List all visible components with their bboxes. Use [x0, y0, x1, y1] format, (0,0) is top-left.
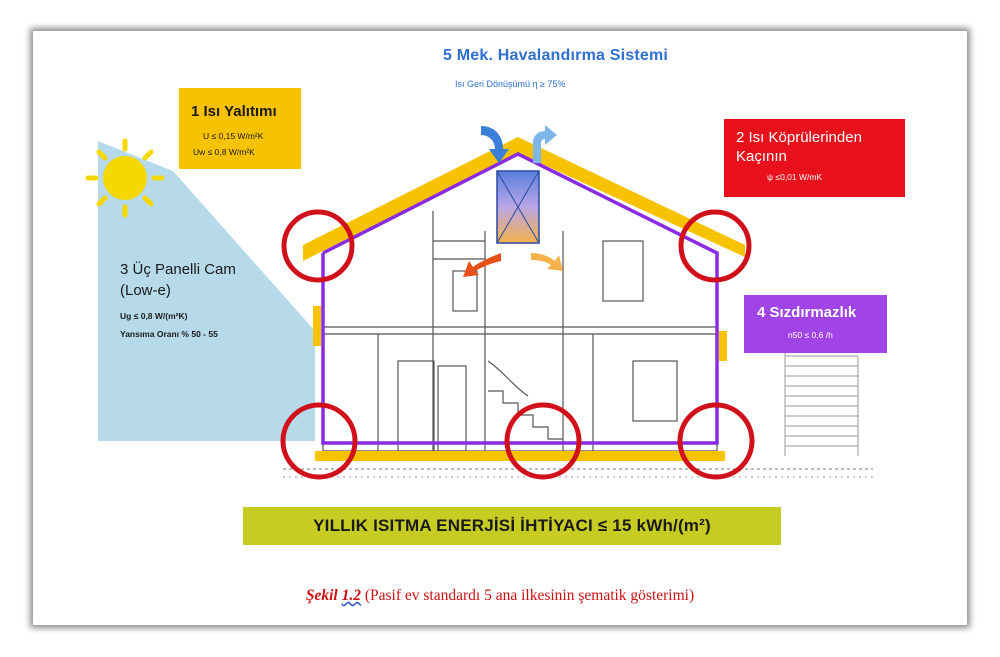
passive-house-diagram: [85, 125, 873, 480]
energy-demand-banner: YILLIK ISITMA ENERJİSİ İHTİYACI ≤ 15 kWh…: [243, 507, 781, 545]
glazing-label: 3 Üç Panelli Cam (Low-e) Ug ≤ 0,8 W/(m²K…: [120, 259, 320, 339]
ring-bottom-right: [677, 402, 755, 480]
neighbor-building: [784, 351, 859, 456]
ring-top-right: [678, 209, 752, 283]
floor-insulation: [315, 451, 725, 461]
exhaust-air-out-arrow: [533, 125, 557, 163]
airtightness-box: 4 Sızdırmazlık n50 ≤ 0,6 /h: [744, 295, 887, 353]
insulation-box: 1 Isı Yalıtımı U ≤ 0,15 W/m²K Uw ≤ 0,8 W…: [179, 88, 301, 169]
figure-caption-text: (Pasif ev standardı 5 ana ilkesinin şema…: [360, 587, 695, 604]
ventilation-subtitle: Isı Geri Dönüşümü η ≥ 75%: [455, 79, 566, 89]
glazing-title-line1: 3 Üç Panelli Cam: [120, 261, 236, 278]
figure-frame: 5 Mek. Havalandırma Sistemi Isı Geri Dön…: [33, 31, 967, 625]
insulation-title: 1 Isı Yalıtımı: [191, 103, 277, 120]
ring-bottom-center: [504, 402, 582, 480]
sunlight-beam: [98, 141, 315, 441]
ring-top-left: [281, 209, 355, 283]
figure-number: 1.2: [341, 587, 361, 604]
glazing-ug-value: Ug ≤ 0,8 W/(m²K): [120, 311, 188, 321]
thermal-bridge-markers: [280, 209, 755, 480]
airtight-envelope: [321, 152, 719, 445]
insulation-uw-value: Uw ≤ 0,8 W/m²K: [193, 147, 255, 157]
insulation-u-value: U ≤ 0,15 W/m²K: [203, 131, 264, 141]
fresh-air-in-arrow: [481, 126, 509, 163]
ring-bottom-left: [280, 402, 358, 480]
glazing-title-line2: (Low-e): [120, 282, 171, 299]
glazing-reflection-value: Yansıma Oranı % 50 - 55: [120, 329, 218, 339]
thermal-bridge-title: 2 Isı Köprülerinden Kaçının: [736, 129, 862, 165]
energy-demand-text: YILLIK ISITMA ENERJİSİ İHTİYACI ≤ 15 kWh…: [313, 516, 711, 535]
thermal-bridge-psi-value: ψ ≤0,01 W/mK: [767, 172, 823, 182]
ventilation-title: 5 Mek. Havalandırma Sistemi: [443, 47, 669, 64]
supply-air-arrow: [463, 253, 501, 277]
figure-caption: Şekil 1.2 (Pasif ev standardı 5 ana ilke…: [33, 587, 967, 605]
extract-air-arrow: [531, 253, 563, 271]
thermal-bridge-box: 2 Isı Köprülerinden Kaçının ψ ≤0,01 W/mK: [724, 119, 905, 197]
figure-prefix: Şekil: [305, 587, 342, 604]
airtightness-n50-value: n50 ≤ 0,6 /h: [788, 330, 833, 340]
airtightness-title: 4 Sızdırmazlık: [757, 304, 857, 321]
sun-icon: [85, 138, 165, 218]
